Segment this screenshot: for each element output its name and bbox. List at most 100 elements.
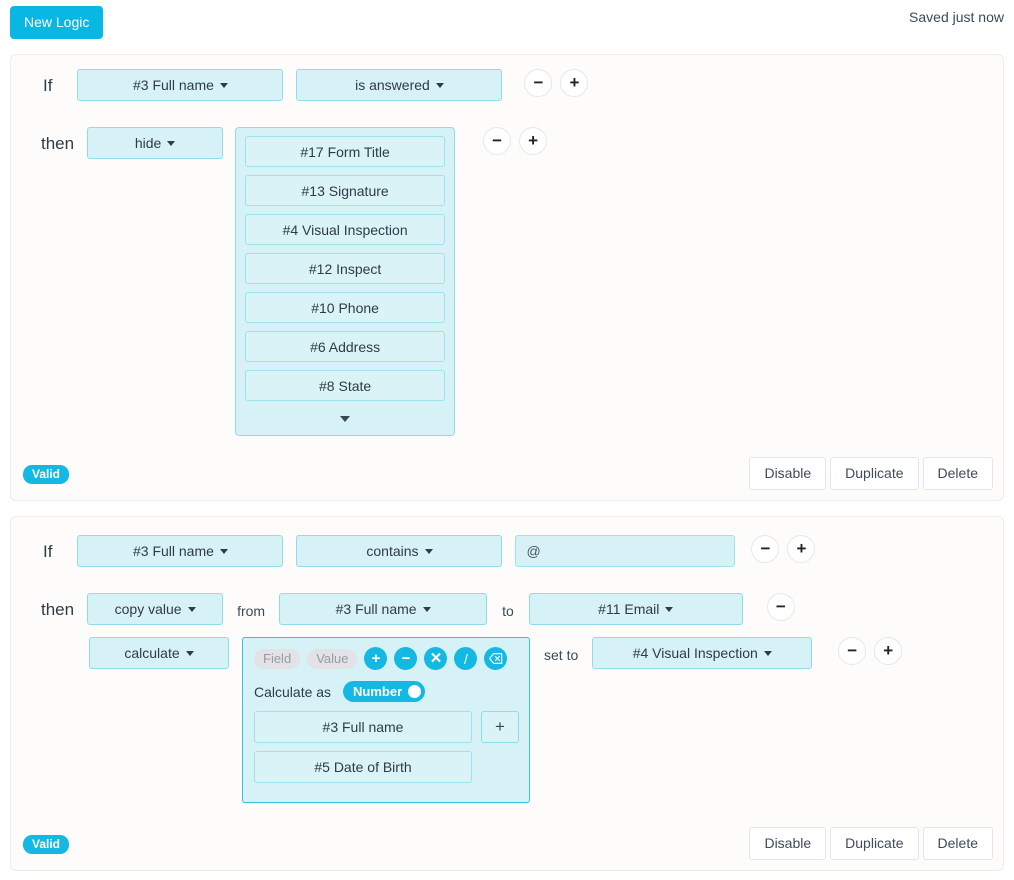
if-row: If #3 Full name is answered − + xyxy=(43,69,589,101)
if-field-select[interactable]: #3 Full name xyxy=(77,535,284,567)
status-badge: Valid xyxy=(23,465,70,484)
logic-rule-card: If #3 Full name contains − + then copy v… xyxy=(10,516,1004,871)
calculate-remove-action-button[interactable]: − xyxy=(838,637,867,665)
if-remove-condition-button[interactable]: − xyxy=(751,535,780,563)
then-action-select[interactable]: hide xyxy=(87,127,224,159)
chevron-down-icon xyxy=(167,140,176,146)
chevron-down-icon xyxy=(340,416,351,422)
if-field-select[interactable]: #3 Full name xyxy=(77,69,284,101)
copy-from-field-select[interactable]: #3 Full name xyxy=(279,593,488,625)
calculate-token-toolbar: Field Value + − ✕ / xyxy=(254,647,519,670)
then-add-action-button[interactable]: + xyxy=(519,127,548,155)
calculate-operand-label: #5 Date of Birth xyxy=(314,759,412,775)
saved-status-text: Saved just now xyxy=(909,9,1004,25)
list-item[interactable]: #6 Address xyxy=(245,331,446,362)
copy-to-label: to xyxy=(502,603,514,619)
then-calculate-action-label: calculate xyxy=(124,645,180,661)
expand-more-fields-button[interactable] xyxy=(245,409,445,429)
if-value-input[interactable] xyxy=(515,535,736,567)
copy-from-field-label: #3 Full name xyxy=(335,601,417,617)
top-toolbar: New Logic Saved just now xyxy=(0,0,1014,46)
card-actions: Disable Duplicate Delete xyxy=(745,457,993,490)
field-token-button[interactable]: Field xyxy=(254,648,301,669)
if-field-label: #3 Full name xyxy=(132,77,214,93)
calculate-operand-row: #3 Full name + xyxy=(254,711,519,743)
delete-button[interactable]: Delete xyxy=(922,457,993,490)
chevron-down-icon xyxy=(219,548,228,554)
toggle-knob-icon xyxy=(408,685,422,698)
plus-icon[interactable]: + xyxy=(364,647,388,670)
chevron-down-icon xyxy=(435,82,444,88)
calculate-operand-select[interactable]: #5 Date of Birth xyxy=(254,751,472,783)
chevron-down-icon xyxy=(187,606,196,612)
status-badge: Valid xyxy=(23,835,70,854)
if-add-condition-button[interactable]: + xyxy=(787,535,816,563)
calculate-expression-panel: Field Value + − ✕ / Calculate as xyxy=(242,637,530,803)
calculate-operand-list: #3 Full name + #5 Date of Birth xyxy=(254,711,519,783)
calculate-as-label: Calculate as xyxy=(254,683,332,700)
duplicate-button[interactable]: Duplicate xyxy=(830,457,919,490)
delete-button[interactable]: Delete xyxy=(922,827,993,860)
then-calculate-row: calculate Field Value + − ✕ / xyxy=(89,637,903,803)
then-copy-action-select[interactable]: copy value xyxy=(87,593,224,625)
disable-button[interactable]: Disable xyxy=(749,457,827,490)
then-copy-row: then copy value from #3 Full name to #11… xyxy=(41,593,795,625)
then-target-field-list[interactable]: #17 Form Title #13 Signature #4 Visual I… xyxy=(235,127,456,436)
calculate-as-toggle[interactable]: Number xyxy=(343,681,426,702)
new-logic-button[interactable]: New Logic xyxy=(10,6,104,39)
chevron-down-icon xyxy=(185,650,194,656)
divide-icon[interactable]: / xyxy=(454,647,478,670)
list-item[interactable]: #4 Visual Inspection xyxy=(245,214,446,245)
disable-button[interactable]: Disable xyxy=(749,827,827,860)
then-keyword: then xyxy=(41,134,75,153)
if-add-condition-button[interactable]: + xyxy=(560,69,589,97)
if-row: If #3 Full name contains − + xyxy=(43,535,816,567)
calculate-operand-row: #5 Date of Birth xyxy=(254,751,519,783)
if-field-label: #3 Full name xyxy=(132,543,214,559)
then-row: then hide #17 Form Title #13 Signature #… xyxy=(41,127,548,436)
then-keyword: then xyxy=(41,600,75,619)
if-operator-select[interactable]: is answered xyxy=(296,69,503,101)
copy-to-field-select[interactable]: #11 Email xyxy=(528,593,743,625)
if-value-input-wrap xyxy=(515,535,736,567)
minus-icon[interactable]: − xyxy=(394,647,418,670)
calculate-set-to-select[interactable]: #4 Visual Inspection xyxy=(592,637,813,669)
logic-rule-card: If #3 Full name is answered − + then hid… xyxy=(10,54,1004,501)
calculate-operand-label: #3 Full name xyxy=(322,719,404,735)
list-item[interactable]: #8 State xyxy=(245,370,446,401)
value-token-button[interactable]: Value xyxy=(307,648,358,669)
list-item[interactable]: #10 Phone xyxy=(245,292,446,323)
calculate-operand-select[interactable]: #3 Full name xyxy=(254,711,472,743)
chevron-down-icon xyxy=(219,82,228,88)
duplicate-button[interactable]: Duplicate xyxy=(830,827,919,860)
if-operator-label: contains xyxy=(366,543,419,559)
if-remove-condition-button[interactable]: − xyxy=(524,69,553,97)
chevron-down-icon xyxy=(424,548,433,554)
add-operand-button[interactable]: + xyxy=(481,711,519,743)
calculate-set-to-label: set to xyxy=(544,647,579,663)
copy-from-label: from xyxy=(237,603,266,619)
calculate-as-row: Calculate as Number xyxy=(254,681,519,702)
calculate-add-action-button[interactable]: + xyxy=(874,637,903,665)
backspace-icon[interactable] xyxy=(484,647,508,670)
chevron-down-icon xyxy=(763,650,772,656)
chevron-down-icon xyxy=(422,606,431,612)
then-action-label: hide xyxy=(134,135,162,151)
copy-to-field-label: #11 Email xyxy=(598,601,660,617)
if-keyword: If xyxy=(43,542,53,561)
card-actions: Disable Duplicate Delete xyxy=(745,827,993,860)
calculate-set-to-label-value: #4 Visual Inspection xyxy=(632,645,758,661)
chevron-down-icon xyxy=(665,606,674,612)
copy-remove-action-button[interactable]: − xyxy=(766,593,795,621)
list-item[interactable]: #13 Signature xyxy=(245,175,446,206)
then-remove-action-button[interactable]: − xyxy=(483,127,512,155)
times-icon[interactable]: ✕ xyxy=(424,647,448,670)
calculate-as-value: Number xyxy=(353,684,403,699)
then-calculate-action-select[interactable]: calculate xyxy=(89,637,229,669)
list-item[interactable]: #12 Inspect xyxy=(245,253,446,284)
list-item[interactable]: #17 Form Title xyxy=(245,136,446,167)
then-copy-action-label: copy value xyxy=(114,601,182,617)
if-keyword: If xyxy=(43,76,53,95)
if-operator-select[interactable]: contains xyxy=(296,535,503,567)
